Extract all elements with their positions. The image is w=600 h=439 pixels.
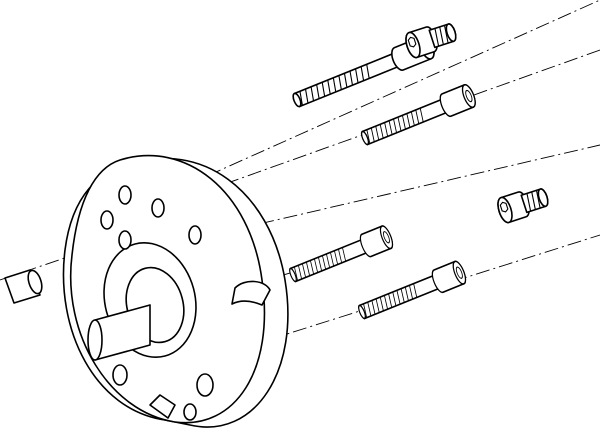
hole bbox=[188, 225, 202, 245]
flange-plate bbox=[62, 154, 289, 428]
socket-head-screw-3 bbox=[285, 223, 396, 288]
mounting-holes bbox=[100, 185, 214, 421]
hole bbox=[112, 364, 128, 386]
axis-line-top bbox=[119, 0, 600, 216]
flange-slot bbox=[231, 280, 271, 306]
hole bbox=[183, 403, 197, 421]
flange-notch bbox=[149, 394, 176, 419]
axis-line-nut bbox=[189, 144, 600, 241]
hole bbox=[118, 230, 132, 250]
threaded-insert-2 bbox=[494, 183, 552, 226]
socket-head-screw-2 bbox=[357, 82, 479, 151]
hole bbox=[118, 185, 132, 205]
hole bbox=[196, 373, 214, 397]
hole bbox=[100, 210, 114, 230]
threaded-insert-1 bbox=[402, 18, 460, 61]
socket-head-screw-4 bbox=[354, 259, 469, 325]
dowel-pin bbox=[4, 269, 43, 304]
hole bbox=[151, 198, 165, 218]
shaft-end bbox=[87, 319, 103, 361]
